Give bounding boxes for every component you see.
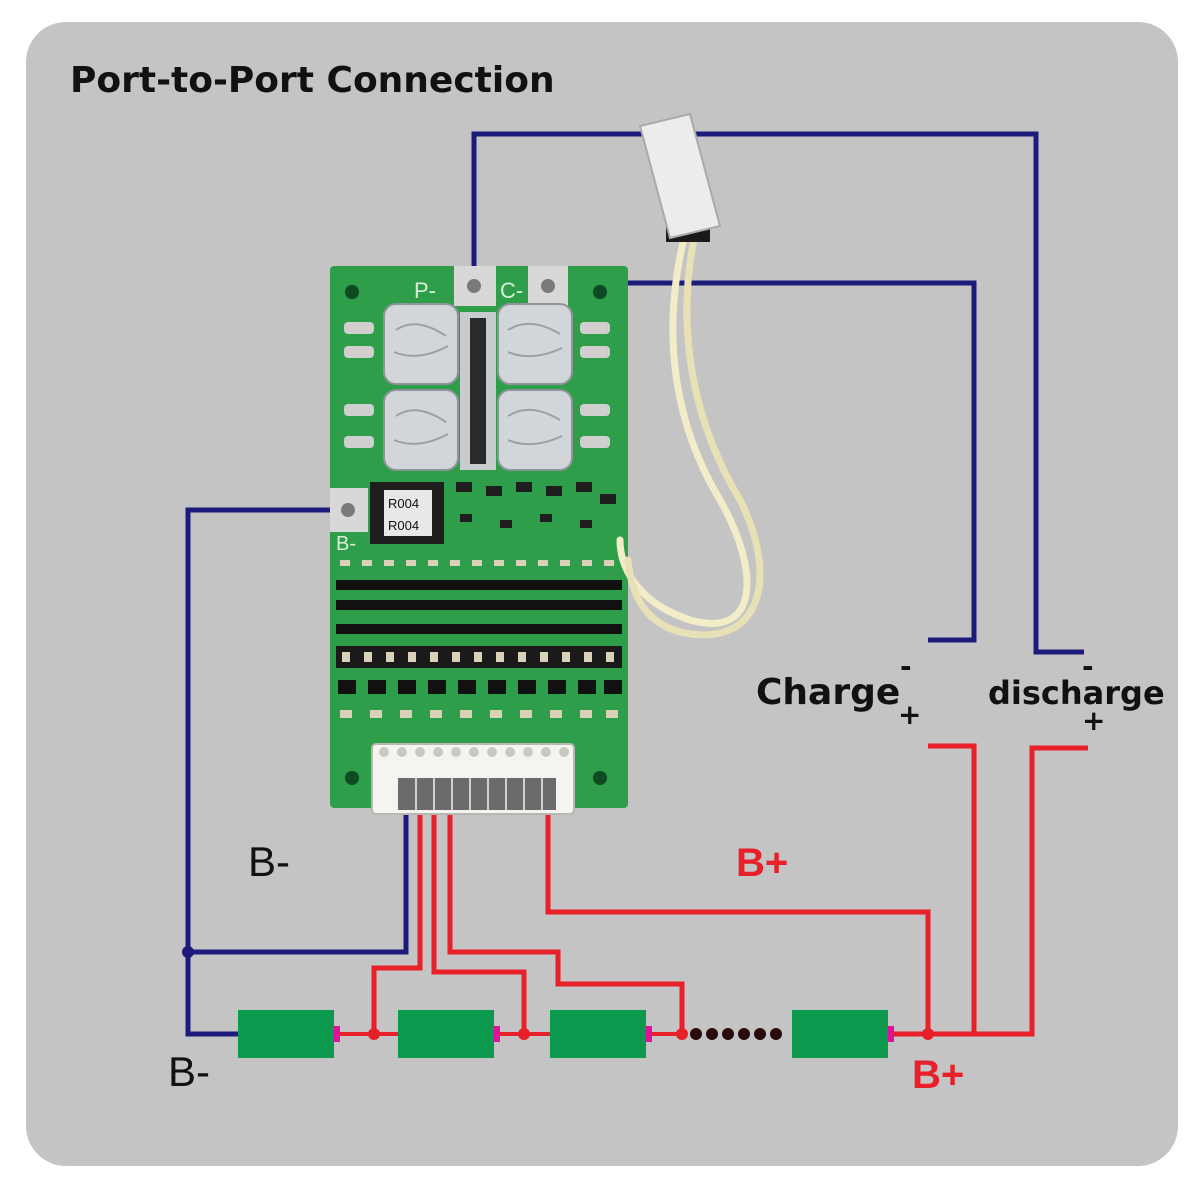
mounting-hole [345, 285, 359, 299]
thermistor-head [638, 112, 722, 240]
pad-p-label: P- [414, 278, 436, 303]
mounting-hole [593, 771, 607, 785]
junction-dot-bminus [182, 946, 194, 958]
port-labels: Charge discharge - + - + [756, 650, 1165, 737]
discharge-label: discharge [988, 674, 1165, 712]
ellipsis-dots [676, 1028, 782, 1040]
negative-wires [185, 131, 1084, 1037]
thermistor-wire [616, 226, 751, 627]
smd-components [336, 482, 622, 718]
battery-cell-icon [550, 1010, 646, 1058]
b-minus-upper-label: B- [248, 838, 290, 885]
pad-b-label: B- [336, 533, 356, 555]
cell-terminal [646, 1026, 652, 1042]
junction-dot-bplus [922, 1028, 934, 1040]
bms-board: P- C- B- R004 [330, 266, 628, 815]
cell-terminal [494, 1026, 500, 1042]
wire-balance-bminus [188, 814, 409, 955]
pad-c-label: C- [500, 278, 523, 303]
battery-cell-icon [792, 1010, 888, 1058]
charge-label: Charge [756, 672, 900, 713]
pad-hole [541, 279, 555, 293]
resistor-label-1: R004 [388, 496, 419, 511]
wire-b-minus-pad [185, 507, 348, 1037]
mosfet-heatsink-icon [497, 303, 573, 385]
mounting-hole [593, 285, 607, 299]
thermistor-probe-icon [616, 112, 764, 639]
thermistor-wire [624, 226, 764, 639]
page-title: Port-to-Port Connection [70, 60, 555, 101]
battery-cell-icon [238, 1010, 334, 1058]
discharge-minus-sign: - [1082, 650, 1094, 683]
pad-hole [467, 279, 481, 293]
wire-balance-bplus [545, 814, 931, 1034]
mosfet-heatsink-icon [383, 303, 459, 385]
heatsink-texture [393, 323, 563, 446]
wire-balance-3 [431, 814, 527, 1032]
mosfet-heatsinks [344, 303, 610, 471]
b-minus-lower-label: B- [168, 1048, 210, 1095]
resistor-label-2: R004 [388, 518, 419, 533]
mosfet-legs [344, 322, 610, 448]
wire-p-minus-to-discharge [471, 131, 1084, 655]
wire-c-minus-to-charge [548, 280, 977, 643]
discharge-plus-sign: + [1082, 704, 1105, 737]
cell-terminal [334, 1026, 340, 1042]
battery-cell-icon [398, 1010, 494, 1058]
charge-plus-sign: + [898, 698, 921, 731]
wire-balance-2 [371, 814, 423, 1032]
shunt-resistor-face [384, 490, 432, 536]
mosfet-heatsink-icon [383, 389, 459, 471]
pad-hole [341, 503, 355, 517]
wire-balance-4 [447, 814, 685, 1032]
b-plus-lower-label: B+ [912, 1053, 964, 1097]
center-chip [470, 318, 486, 464]
b-plus-upper-label: B+ [736, 841, 788, 885]
cell-terminal [888, 1026, 894, 1042]
battery-string [238, 1010, 894, 1058]
charge-minus-sign: - [900, 650, 912, 683]
wire-bplus-to-discharge [974, 745, 1088, 1037]
mosfet-heatsink-icon [497, 389, 573, 471]
balance-connector-icon [371, 743, 575, 815]
mounting-hole [345, 771, 359, 785]
